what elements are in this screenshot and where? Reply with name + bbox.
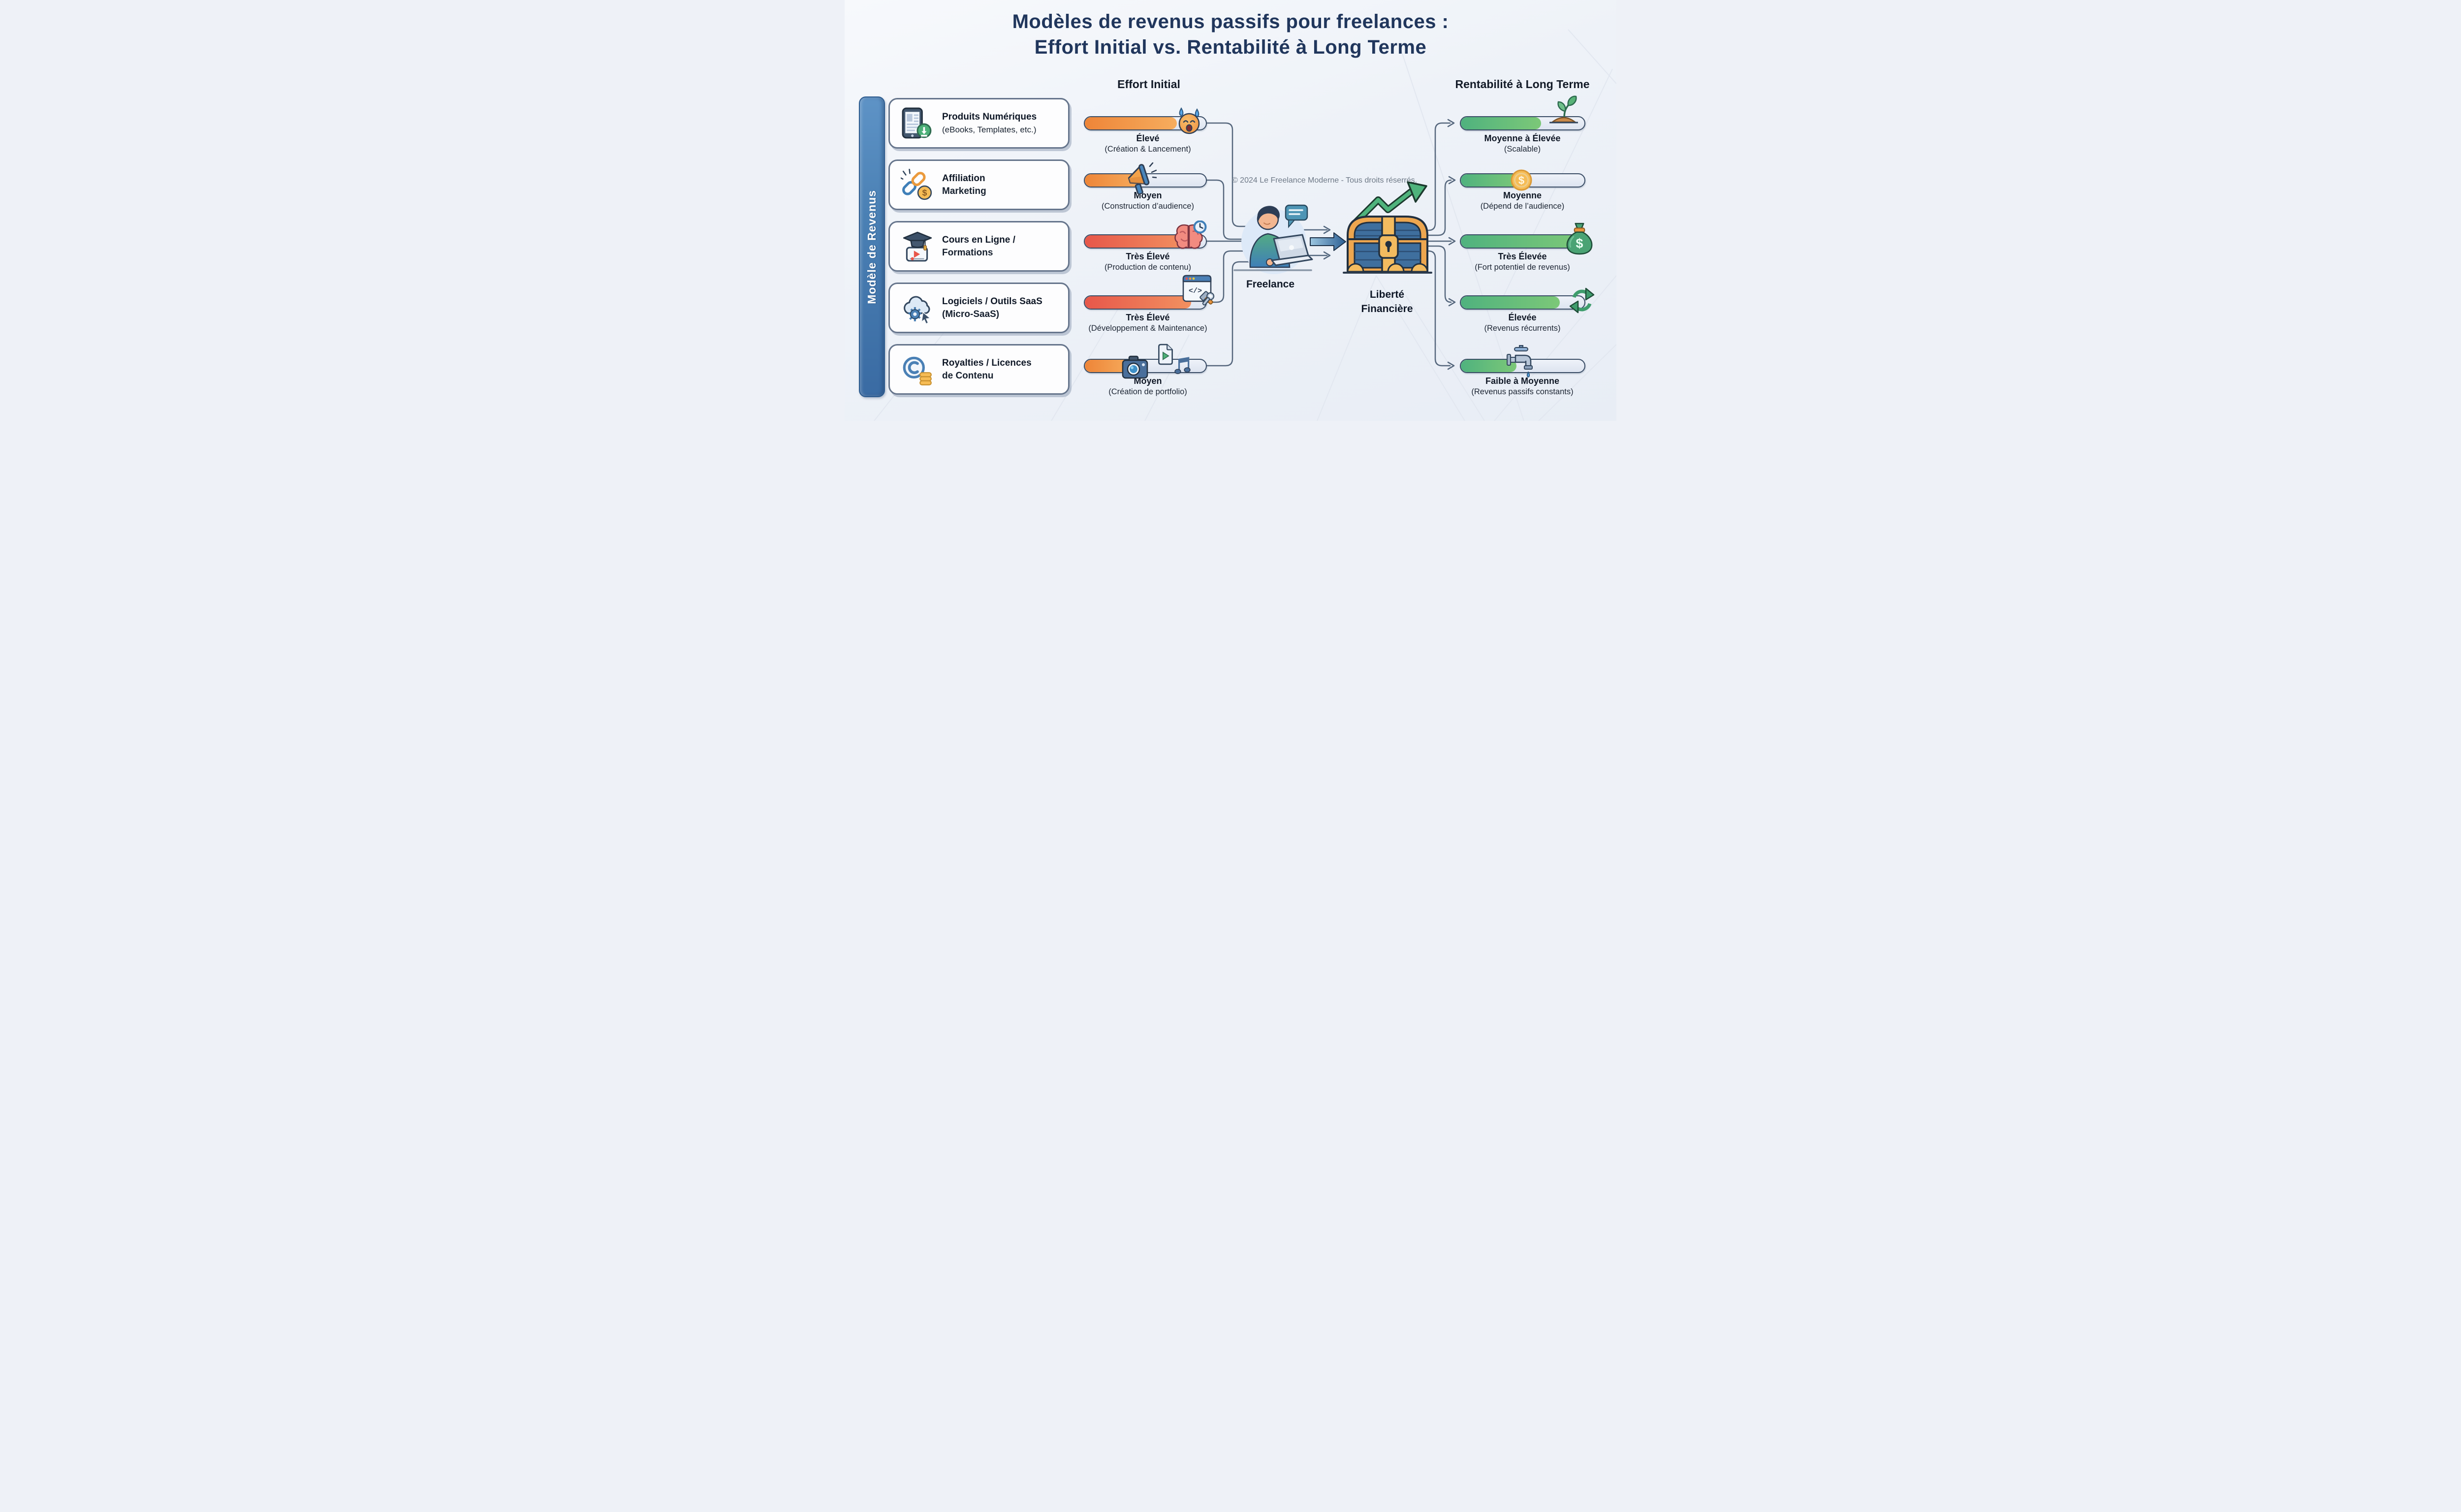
model-card-cours-en-ligne: Cours en Ligne / Formations <box>888 221 1070 272</box>
profit-bar-4-track <box>1460 295 1585 310</box>
megaphone-icon <box>1128 162 1157 194</box>
effort-bar-1-detail: (Création & Lancement) <box>1104 145 1191 154</box>
profitability-column-header: Rentabilité à Long Terme <box>1455 78 1590 91</box>
profit-bar-2-detail: (Dépend de l’audience) <box>1480 202 1565 211</box>
freelance-illustration <box>1233 204 1313 274</box>
liberte-line1: Liberté <box>1369 289 1404 300</box>
revenue-models-sidebar: Modèle de Revenus <box>859 96 885 397</box>
camera-icon <box>1122 355 1148 379</box>
money-bag-icon: $ <box>1566 222 1593 255</box>
profit-bar-4-detail: (Revenus récurrents) <box>1484 324 1561 333</box>
card-title: Produits Numériques <box>942 111 1037 122</box>
sweat-face-icon <box>1178 107 1200 134</box>
card-subtitle: de Contenu <box>942 370 994 381</box>
profit-bar-1-level: Moyenne à Élevée <box>1484 133 1561 143</box>
effort-bar-4-level: Très Élevé <box>1126 313 1170 322</box>
profit-bar-3-fill <box>1461 235 1578 248</box>
profit-bar-2-fill <box>1461 174 1520 187</box>
effort-bar-3-level: Très Élevé <box>1126 252 1170 261</box>
sidebar-label: Modèle de Revenus <box>865 189 878 304</box>
online-course-icon <box>903 231 932 261</box>
model-card-produits-numeriques: Produits Numériques (eBooks, Templates, … <box>888 98 1070 149</box>
card-subtitle: Marketing <box>942 186 986 196</box>
ebook-download-icon <box>902 107 932 138</box>
music-note-icon <box>1174 357 1191 375</box>
saas-cloud-gear-icon <box>904 296 931 324</box>
profit-bar-5-level: Faible à Moyenne <box>1485 376 1560 386</box>
card-title: Affiliation <box>942 173 985 184</box>
card-subtitle: (Micro-SaaS) <box>942 309 1000 319</box>
infographic-canvas: Modèles de revenus passifs pour freelanc… <box>845 0 1616 421</box>
profit-bar-5-detail: (Revenus passifs constants) <box>1471 387 1574 396</box>
freelance-label: Freelance <box>1246 279 1295 290</box>
card-title: Logiciels / Outils SaaS <box>942 296 1042 307</box>
dev-window-tools-icon: </> <box>1182 275 1215 306</box>
effort-bar-3-fill <box>1085 235 1188 248</box>
effort-bar-2-detail: (Construction d’audience) <box>1101 202 1195 211</box>
effort-column-header: Effort Initial <box>1117 78 1180 91</box>
card-subtitle: Formations <box>942 247 993 258</box>
card-title: Cours en Ligne / <box>942 234 1015 245</box>
profit-bar-3-level: Très Élevée <box>1498 252 1547 261</box>
treasure-chest-illustration <box>1343 181 1432 274</box>
card-title: Royalties / Licences <box>942 357 1032 368</box>
profit-bar-1-fill <box>1461 117 1542 129</box>
profit-bar-1-detail: (Scalable) <box>1504 145 1541 154</box>
effort-bar-1-fill <box>1085 117 1177 129</box>
faucet-icon <box>1507 345 1533 378</box>
affiliate-link-icon: $ <box>901 168 932 200</box>
svg-text:$: $ <box>922 188 927 197</box>
svg-text:</>: </> <box>1189 287 1202 295</box>
model-card-affiliation-marketing: $ Affiliation Marketing <box>888 159 1070 210</box>
gold-coin-icon: $ <box>1511 169 1532 191</box>
sprout-icon <box>1549 95 1578 124</box>
liberte-financiere-label: Liberté Financière <box>1343 287 1431 316</box>
profit-bar-4-level: Élevée <box>1508 313 1537 322</box>
svg-text:$: $ <box>1518 174 1524 187</box>
profit-bar-3-track <box>1460 234 1585 249</box>
effort-bar-4-detail: (Développement & Maintenance) <box>1088 324 1207 333</box>
effort-bar-3-track <box>1084 234 1207 249</box>
brain-clock-icon <box>1174 220 1207 249</box>
model-card-royalties-licences: Royalties / Licences de Contenu <box>888 344 1070 395</box>
svg-text:$: $ <box>1576 236 1583 251</box>
effort-bar-4-fill <box>1085 296 1192 309</box>
profit-bar-4-fill <box>1461 296 1560 309</box>
liberte-line2: Financière <box>1361 303 1413 315</box>
page-title-line2: Effort Initial vs. Rentabilité à Long Te… <box>1034 36 1427 58</box>
model-card-logiciels-saas: Logiciels / Outils SaaS (Micro-SaaS) <box>888 283 1070 333</box>
copyright-coins-icon <box>903 356 932 385</box>
thick-flow-arrow <box>1310 232 1346 251</box>
page-title-line1: Modèles de revenus passifs pour freelanc… <box>1012 11 1449 32</box>
card-subtitle: (eBooks, Templates, etc.) <box>942 125 1037 134</box>
profit-bar-3-detail: (Fort potentiel de revenus) <box>1475 263 1570 272</box>
effort-bar-3-detail: (Production de contenu) <box>1104 263 1192 272</box>
profit-bar-2-level: Moyenne <box>1503 190 1542 200</box>
recycle-arrows-icon <box>1569 287 1595 314</box>
growth-arrow-icon <box>1351 181 1427 227</box>
copyright-text: © 2024 Le Freelance Moderne - Tous droit… <box>1231 176 1418 185</box>
effort-bar-5-detail: (Création de portfolio) <box>1108 387 1187 396</box>
effort-bar-1-level: Élevé <box>1136 133 1160 143</box>
video-file-icon <box>1158 344 1173 365</box>
